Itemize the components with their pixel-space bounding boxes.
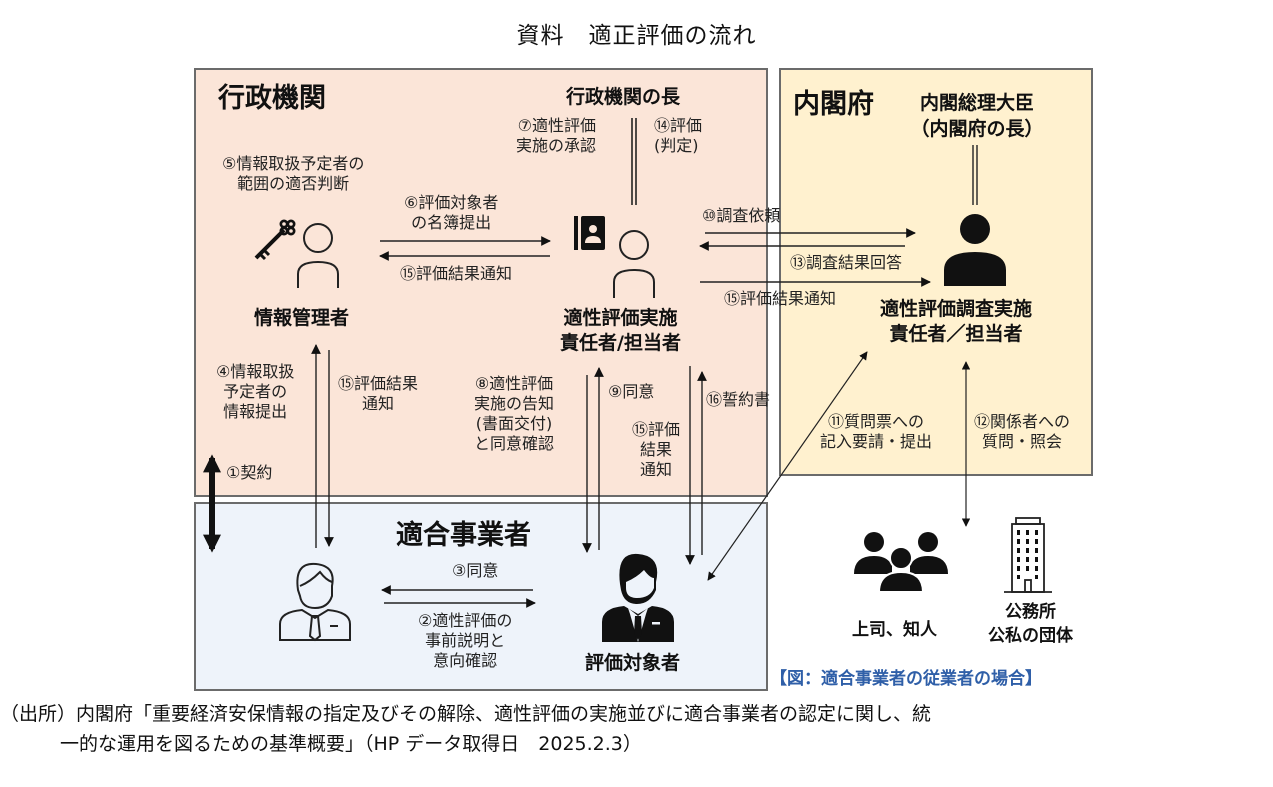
- info-manager-icon: [254, 219, 339, 288]
- section-eligible-business: [194, 502, 768, 691]
- label-step11: ⑪質問票への 記入要請・提出: [820, 412, 932, 452]
- figure-caption: 【図：適合事業者の従業者の場合】: [770, 669, 1042, 689]
- actor-public-office-line2: 公私の団体: [988, 626, 1073, 646]
- label-step6: ⑥評価対象者 の名簿提出: [404, 193, 498, 233]
- actor-boss-friends: 上司、知人: [852, 620, 937, 640]
- arrow-step11: [707, 351, 868, 581]
- survey-officer-icon: [944, 214, 1006, 286]
- actor-survey-officer-line2: 責任者／担当者: [889, 323, 1023, 345]
- label-step14-line1: ⑭評価: [654, 116, 703, 135]
- label-step13: ⑬調査結果回答: [790, 253, 903, 272]
- label-step4-line2: 予定者の: [223, 382, 288, 401]
- label-step15-to-survey: ⑮評価結果通知: [724, 289, 837, 308]
- business-header: 適合事業者: [396, 520, 531, 551]
- person-outline-icon: [297, 223, 339, 288]
- label-step14: ⑭評価 (判定): [654, 116, 702, 156]
- label-step15d-line1: ⑮評価: [632, 420, 681, 439]
- label-step5: ⑤情報取扱予定者の 範囲の適否判断: [222, 154, 364, 194]
- actor-eval-officer-line1: 適性評価実施: [563, 307, 678, 329]
- label-step4: ④情報取扱 予定者の 情報提出: [216, 362, 294, 422]
- eval-officer-icon: [574, 216, 655, 298]
- head-of-agency: 行政機関の長: [566, 86, 681, 108]
- label-step6-line1: ⑥評価対象者: [404, 193, 499, 212]
- label-step8-line3: (書面交付): [475, 414, 553, 433]
- source-line1: （出所）内閣府「重要経済安保情報の指定及びその解除、適性評価の実施並びに適合事業…: [0, 703, 932, 725]
- label-step1: ①契約: [226, 463, 273, 482]
- label-step8-line4: と同意確認: [474, 434, 555, 453]
- label-step3: ③同意: [452, 561, 499, 580]
- actor-eval-officer-line2: 責任者/担当者: [560, 332, 681, 354]
- label-step15d-line2: 結果: [640, 440, 673, 459]
- person-outline-icon: [613, 230, 655, 298]
- label-step15-to-employer: ⑮評価結果 通知: [338, 374, 418, 414]
- label-step6-line2: の名簿提出: [411, 213, 492, 232]
- label-step12-line2: 質問・照会: [982, 432, 1063, 451]
- label-step9: ⑨同意: [608, 382, 655, 401]
- actor-evaluatee: 評価対象者: [585, 652, 681, 674]
- actor-public-office: 公務所 公私の団体: [988, 600, 1073, 648]
- prime-minister-line1: 内閣総理大臣: [919, 92, 1034, 114]
- label-step7: ⑦適性評価 実施の承認: [516, 116, 596, 156]
- prime-minister-line2: （内閣府の長）: [910, 118, 1044, 140]
- label-step5-line2: 範囲の適否判断: [237, 174, 350, 193]
- label-step4-line3: 情報提出: [223, 402, 288, 421]
- people-group-icon: [854, 532, 948, 593]
- label-step2-line1: ②適性評価の: [418, 611, 513, 630]
- label-step15-to-manager: ⑮評価結果通知: [400, 264, 513, 283]
- label-step14-line2: (判定): [654, 136, 699, 155]
- label-step4-line1: ④情報取扱: [216, 362, 295, 381]
- label-step15-to-evaluatee: ⑮評価 結果 通知: [632, 420, 680, 480]
- employer-icon: [279, 562, 351, 642]
- label-step7-line1: ⑦適性評価: [517, 116, 597, 135]
- actor-info-manager: 情報管理者: [254, 307, 350, 329]
- prime-minister: 内閣総理大臣 （内閣府の長）: [906, 90, 1048, 142]
- source-line2: 一的な運用を図るための基準概要」（HP データ取得日 2025.2.3）: [60, 733, 642, 755]
- contact-book-icon: [574, 216, 605, 250]
- section-government-agency: [194, 68, 768, 497]
- key-icon: [254, 219, 296, 261]
- label-step11-line2: 記入要請・提出: [820, 432, 933, 451]
- gov-header: 行政機関: [218, 83, 326, 114]
- page-title: 資料 適正評価の流れ: [516, 23, 757, 49]
- label-step2-line3: 意向確認: [433, 651, 498, 670]
- label-step15c-line2: 通知: [362, 394, 395, 413]
- actor-survey-officer-line1: 適性評価調査実施: [880, 298, 1033, 320]
- label-step10: ⑩調査依頼: [702, 206, 781, 225]
- building-icon: [1004, 517, 1052, 593]
- label-step12: ⑫関係者への 質問・照会: [974, 412, 1070, 452]
- label-step7-line2: 実施の承認: [516, 136, 597, 155]
- label-step15d-line3: 通知: [640, 460, 673, 479]
- label-step8: ⑧適性評価 実施の告知 (書面交付) と同意確認: [474, 374, 554, 454]
- evaluatee-icon: [602, 553, 674, 642]
- label-step2-line2: 事前説明と: [425, 631, 506, 650]
- label-step15c-line1: ⑮評価結果: [338, 374, 419, 393]
- label-step2: ②適性評価の 事前説明と 意向確認: [418, 611, 512, 671]
- actor-eval-officer: 適性評価実施 責任者/担当者: [560, 306, 681, 356]
- actor-survey-officer: 適性評価調査実施 責任者／担当者: [880, 297, 1032, 347]
- cabinet-header: 内閣府: [793, 89, 874, 120]
- label-step5-line1: ⑤情報取扱予定者の: [222, 154, 365, 173]
- label-step8-line2: 実施の告知: [474, 394, 555, 413]
- actor-public-office-line1: 公務所: [1005, 602, 1056, 622]
- label-step16: ⑯誓約書: [706, 390, 771, 409]
- label-step8-line1: ⑧適性評価: [474, 374, 554, 393]
- label-step11-line1: ⑪質問票への: [828, 412, 925, 431]
- label-step12-line1: ⑫関係者への: [974, 412, 1071, 431]
